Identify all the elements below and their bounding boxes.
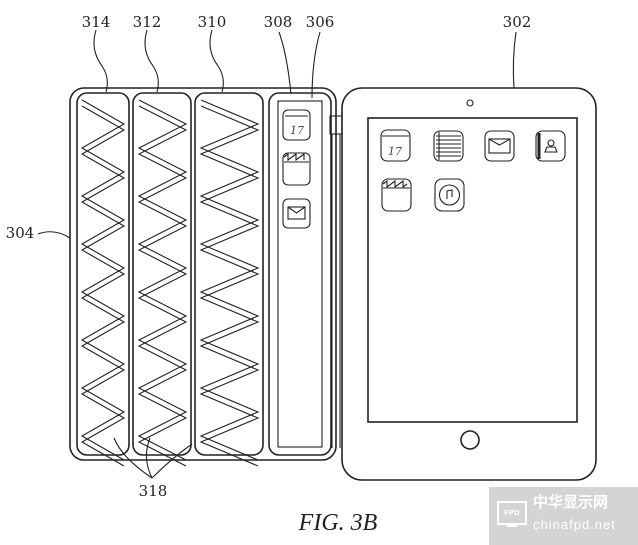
ref-306: 306 [306, 13, 335, 31]
fold-zigzag-line [137, 105, 188, 467]
watermark-monitor-stand [507, 525, 517, 527]
ref-314: 314 [82, 13, 111, 31]
fold-zigzag-line [80, 105, 126, 467]
figure-caption: FIG. 3B [298, 510, 378, 536]
ref-304: 304 [6, 224, 35, 242]
cover-panel-312 [132, 92, 192, 456]
camera-icon [466, 99, 474, 107]
cover-display-strip-306 [277, 100, 323, 448]
contacts-app-icon[interactable] [535, 130, 566, 162]
watermark-badge: FPD [497, 501, 527, 525]
fold-zigzag-line [199, 105, 260, 467]
fold-zigzag-line [80, 99, 126, 461]
ref-312: 312 [133, 13, 162, 31]
fold-zigzags [80, 99, 260, 467]
cover-panel-308 [268, 92, 332, 456]
tablet-302 [341, 87, 597, 481]
calendar-app-icon[interactable]: 17 [380, 129, 411, 162]
cover-panel-314 [76, 92, 130, 456]
cover-calendar-day: 17 [290, 124, 304, 137]
cover-mail-icon [282, 198, 311, 229]
cover-calendar-icon: 17 [282, 109, 311, 141]
mail-app-icon[interactable] [484, 130, 515, 162]
notes-app-icon[interactable] [433, 130, 464, 162]
fold-zigzag-line [199, 99, 260, 461]
ref-302: 302 [503, 13, 532, 31]
tablet-screen [367, 117, 578, 423]
ref-310: 310 [198, 13, 227, 31]
home-button[interactable] [460, 430, 480, 450]
ref-308: 308 [264, 13, 293, 31]
video-app-icon[interactable] [381, 178, 412, 212]
watermark: FPD 中华显示网 chinafpd.net [489, 487, 638, 545]
watermark-name: 中华显示网 [533, 493, 609, 511]
ref-318: 318 [139, 482, 168, 500]
cover-video-icon [282, 152, 311, 186]
smart-cover [69, 87, 337, 461]
cover-panel-310 [194, 92, 264, 456]
calendar-day: 17 [388, 145, 402, 158]
music-app-icon[interactable] [434, 178, 465, 212]
watermark-site: chinafpd.net [533, 517, 616, 532]
fold-zigzag-line [137, 99, 188, 461]
